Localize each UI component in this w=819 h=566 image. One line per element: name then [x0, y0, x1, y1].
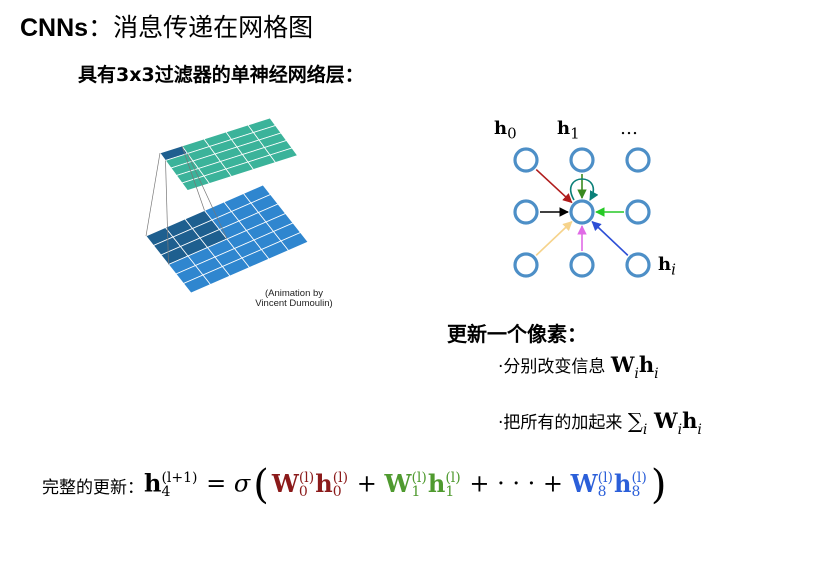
open-paren: (	[253, 462, 269, 508]
t1-hsup: (l)	[445, 470, 461, 486]
full-update-label: 完整的更新：	[42, 477, 144, 498]
credit-line-1: (Animation by	[264, 288, 324, 299]
neighbor-node	[569, 252, 595, 278]
plus-3: +	[542, 469, 564, 498]
neighbor-node	[513, 147, 539, 173]
lhs-h: h	[144, 468, 162, 498]
bullet1-W: W	[610, 352, 635, 377]
sigma: σ	[233, 469, 251, 498]
t8-sup: (l)	[597, 470, 614, 486]
bullet1-i: i	[634, 366, 639, 382]
cdots: · · ·	[497, 469, 536, 498]
t8-hsub: 8	[631, 484, 641, 500]
bullet2-i3: i	[697, 422, 702, 438]
t1-sub: 1	[411, 484, 421, 500]
bullet-sum-messages: ·把所有的加起来 ∑i Wihi	[498, 408, 702, 438]
t8-h: h	[614, 468, 632, 498]
output-grid	[159, 117, 299, 191]
t1-W: W	[384, 468, 412, 498]
hi-base: h	[658, 254, 672, 275]
neighbor-node	[513, 199, 539, 225]
neighbor-node	[513, 252, 539, 278]
message-arrows	[535, 168, 629, 256]
t0-h: h	[315, 468, 333, 498]
projection-line	[181, 145, 205, 211]
self-loop-arrow	[570, 178, 599, 201]
input-grid-cell	[280, 232, 309, 251]
lhs-sup: (l+1)	[161, 470, 198, 486]
bullet2-text: ·把所有的加起来	[498, 413, 623, 433]
t1-sup: (l)	[411, 470, 427, 486]
graph-nodes	[513, 147, 651, 278]
neighbor-node	[625, 147, 651, 173]
update-title: 更新一个像素：	[447, 322, 587, 346]
credit-line-2: Vincent Dumoulin)	[255, 298, 333, 309]
label-h1: h1	[557, 118, 580, 143]
bullet2-h: h	[682, 408, 698, 433]
message-arrow	[591, 220, 629, 256]
h1-sub: 1	[570, 124, 580, 143]
title-rest: ：消息传递在网格图	[88, 13, 314, 42]
close-paren: )	[650, 462, 667, 508]
lhs-sub: 4	[161, 484, 171, 500]
projection-line	[165, 160, 169, 265]
t1-hsub: 1	[445, 484, 455, 500]
subtitle: 具有3x3过滤器的单神经网络层：	[78, 64, 364, 86]
bullet1-text: ·分别改变信息	[498, 357, 606, 377]
message-arrow	[535, 220, 573, 256]
t0-W: W	[271, 468, 299, 498]
bullet-transform-message: ·分别改变信息 Wihi	[498, 352, 659, 382]
t8-hsup: (l)	[631, 470, 647, 486]
bullet1-i2: i	[654, 366, 659, 382]
hi-sub: i	[671, 260, 676, 279]
convolution-animation-figure	[145, 117, 309, 294]
t8-sub: 8	[597, 484, 607, 500]
t0-sup: (l)	[298, 470, 315, 486]
plus-2: +	[469, 469, 490, 498]
label-dots: …	[620, 118, 638, 139]
title-prefix: CNNs	[20, 14, 89, 42]
equals-sign: =	[206, 469, 227, 498]
neighbor-node	[569, 147, 595, 173]
h0-base: h	[494, 118, 508, 139]
h0-sub: 0	[507, 124, 517, 143]
label-h0: h0	[494, 118, 517, 143]
t8-W: W	[570, 468, 598, 498]
h1-base: h	[557, 118, 571, 139]
projection-line	[145, 152, 161, 237]
projection-lines	[145, 145, 228, 265]
grid-graph-diagram	[513, 147, 651, 278]
message-arrow	[535, 168, 573, 204]
bullet1-h: h	[638, 352, 655, 377]
t0-sub: 0	[298, 484, 308, 500]
output-grid-cell	[269, 147, 299, 163]
t0-hsup: (l)	[332, 470, 349, 486]
neighbor-node	[625, 199, 651, 225]
bullet2-W: W	[653, 408, 678, 433]
animation-credit: (Animation by Vincent Dumoulin)	[238, 289, 350, 309]
t1-h: h	[427, 468, 446, 498]
bullet2-i2: i	[677, 422, 683, 438]
sum-symbol: ∑	[627, 409, 643, 433]
page-title: CNNs：消息传递在网格图	[20, 8, 313, 44]
bullet2-i: i	[642, 422, 648, 438]
label-hi: hi	[658, 254, 676, 279]
projection-line	[187, 153, 228, 240]
neighbor-node	[625, 252, 651, 278]
plus-1: +	[356, 469, 377, 498]
center-node	[569, 199, 595, 225]
input-grid	[145, 184, 309, 294]
t0-hsub: 0	[332, 484, 342, 500]
